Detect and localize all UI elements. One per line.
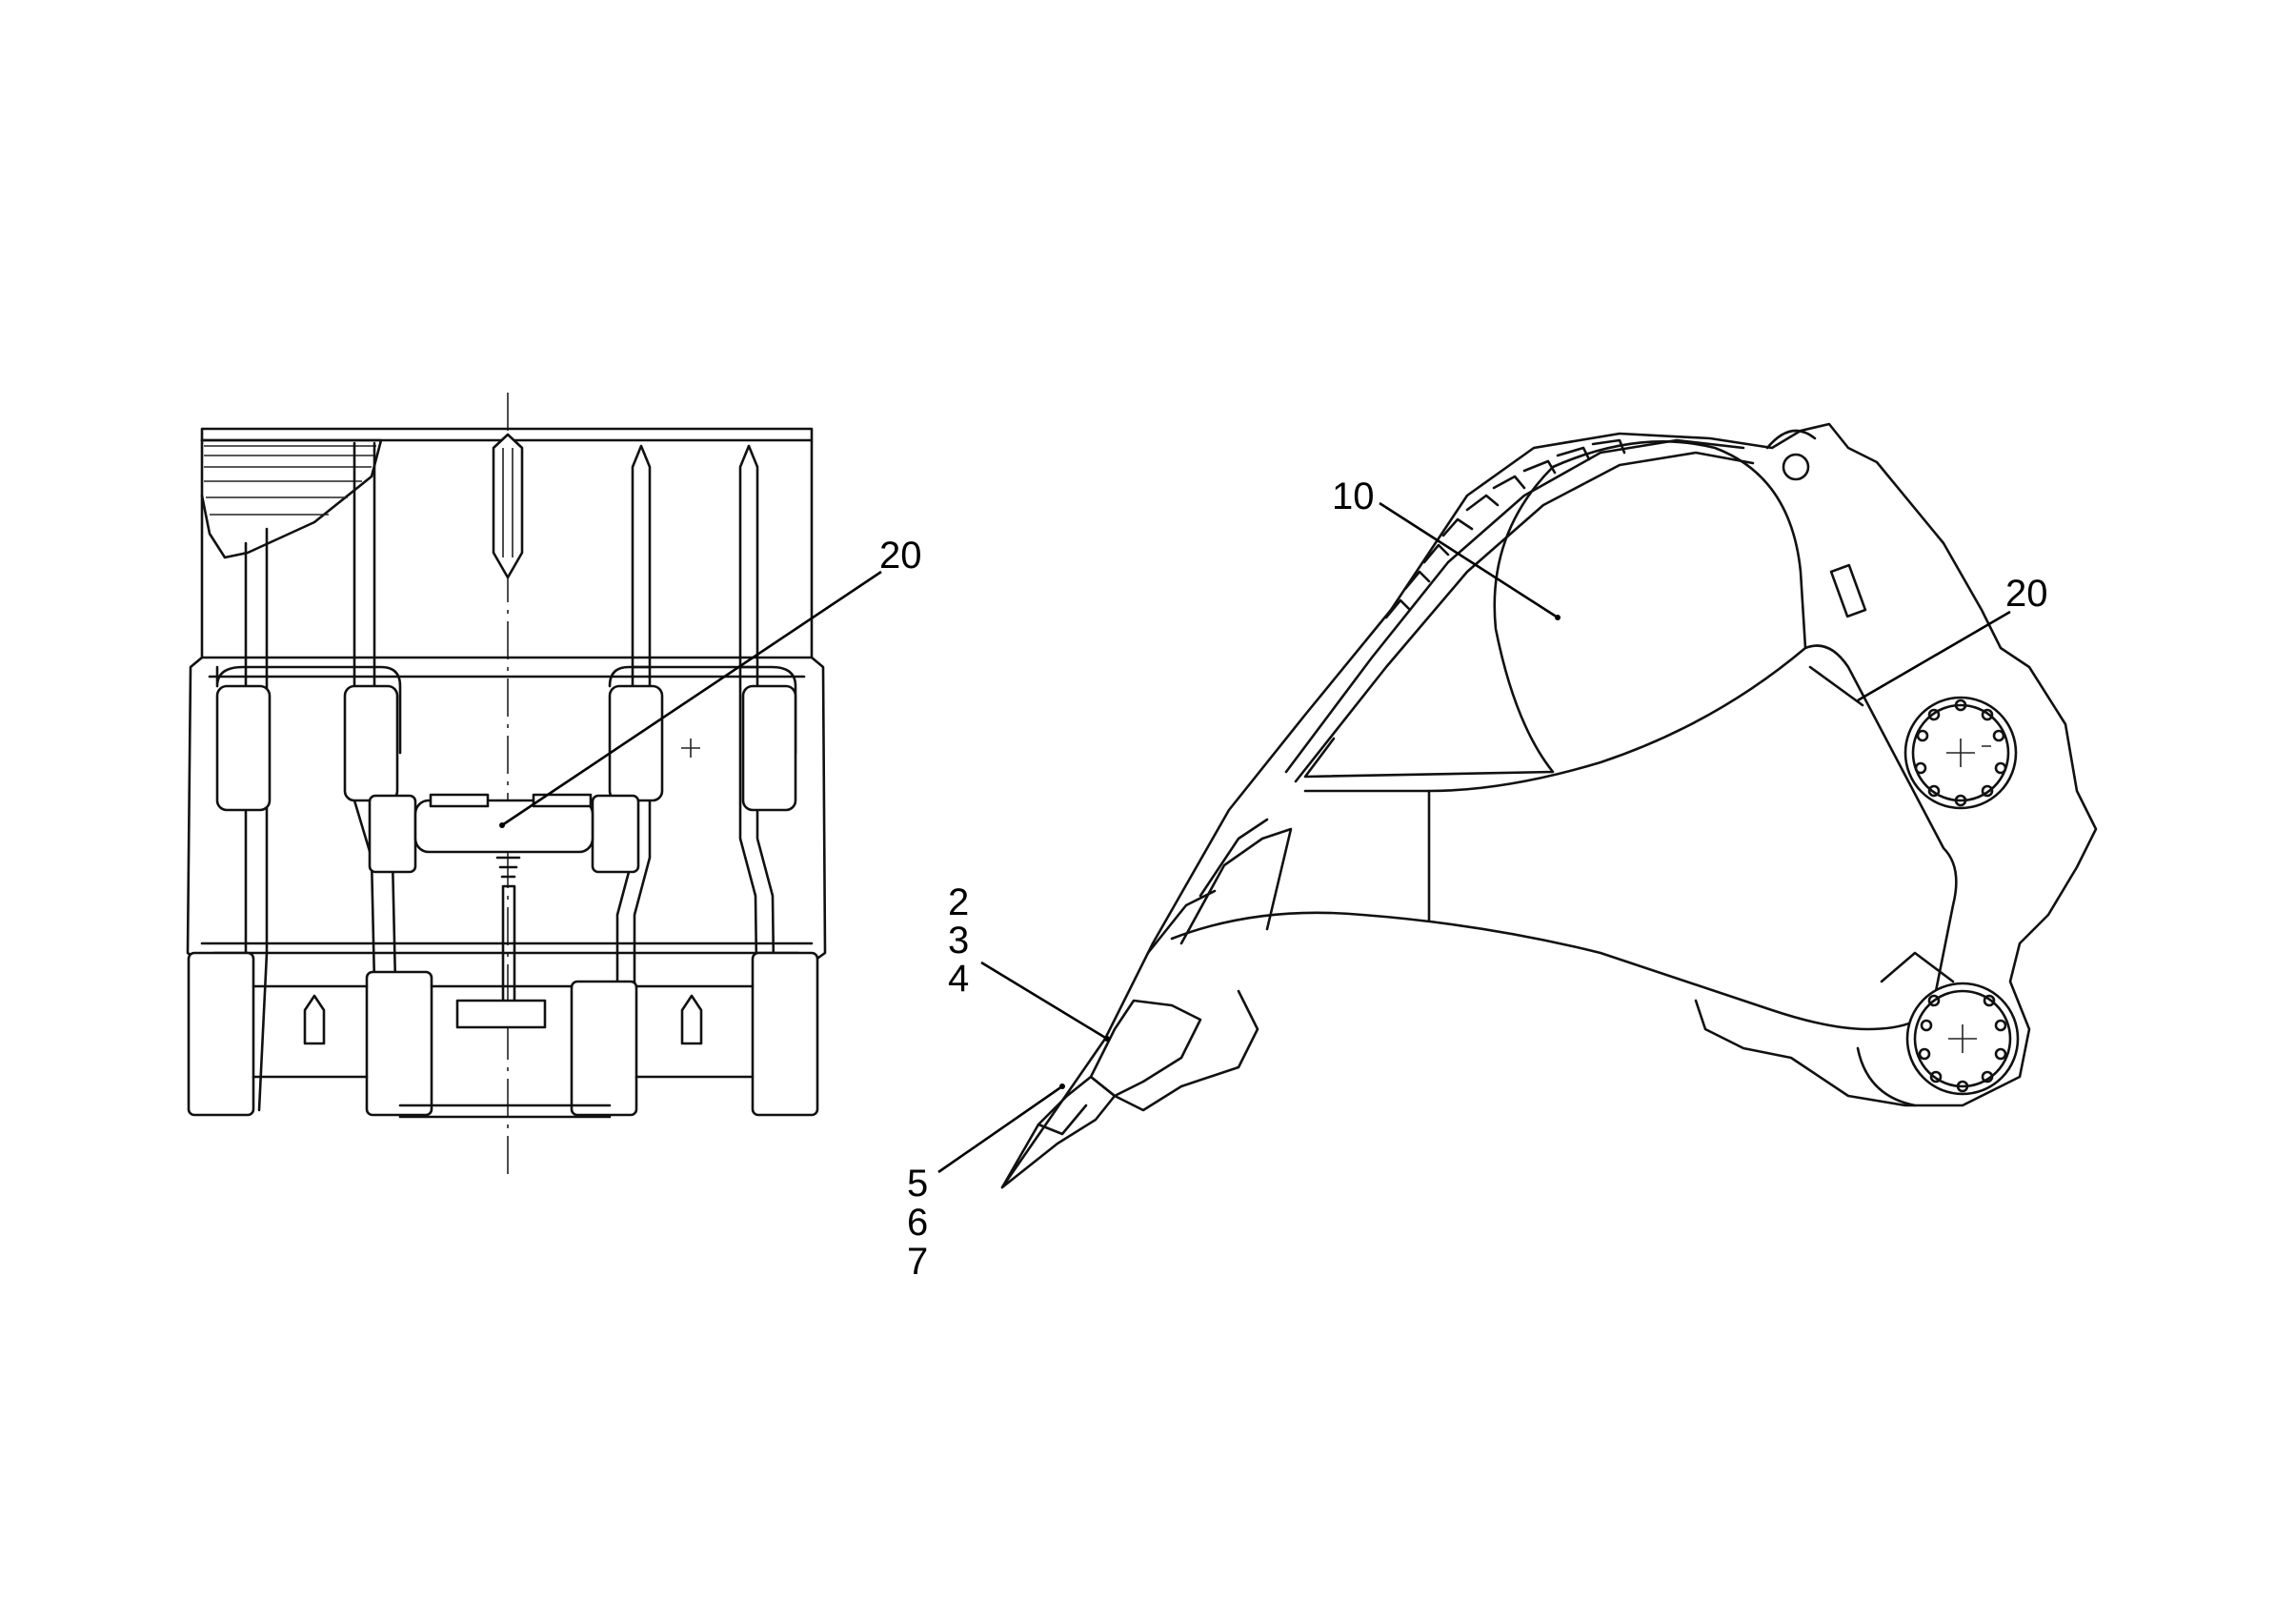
side-body	[1170, 644, 1958, 1031]
callout-side-3: 3	[948, 920, 969, 962]
callout-side-20: 20	[2005, 573, 2048, 615]
front-cylinder-right-block	[591, 794, 640, 874]
side-upper-bolts	[1914, 699, 2007, 807]
front-hub-right-2	[570, 980, 638, 1117]
callout-side-6: 6	[907, 1202, 928, 1244]
front-hub-left-2	[365, 970, 433, 1117]
front-boss-left-2	[343, 684, 399, 802]
front-tooth-right-1	[631, 444, 652, 669]
front-boss-left	[215, 684, 272, 812]
side-leader-567	[937, 1084, 1063, 1174]
side-view-bucket	[1000, 422, 2098, 1189]
front-small-tooth-right	[680, 994, 703, 1045]
side-leader-234	[980, 961, 1108, 1041]
front-small-tooth-left	[303, 994, 326, 1045]
callout-side-2: 2	[948, 881, 969, 923]
front-crosshair	[681, 739, 700, 758]
front-cylinder-left-block	[368, 794, 417, 874]
callout-front-20: 20	[879, 535, 922, 577]
front-loop-right	[608, 665, 797, 755]
callout-side-7: 7	[907, 1241, 928, 1283]
front-boss-right-2	[608, 684, 664, 802]
callout-side-4: 4	[948, 958, 969, 1000]
front-hub-left	[187, 951, 255, 1117]
front-center-rod	[495, 856, 521, 1012]
front-tooth-right-2	[738, 444, 759, 669]
callout-side-5: 5	[907, 1163, 928, 1205]
side-leader-20	[1857, 610, 2011, 702]
side-adapter	[1089, 999, 1202, 1098]
front-view-bucket	[186, 393, 827, 1182]
front-hub-right	[751, 951, 819, 1117]
front-cross-cylinder-clamp-r	[532, 793, 593, 808]
side-bucket-outline	[1000, 422, 2098, 1189]
side-wear-strips	[1384, 438, 1626, 619]
side-leader-10	[1379, 501, 1559, 619]
side-lifting-eye	[1782, 453, 1810, 481]
callout-side-10: 10	[1332, 476, 1375, 517]
side-tooth-tip	[1000, 1075, 1117, 1189]
side-ripper-shank	[1179, 827, 1293, 945]
front-loop-left	[215, 665, 402, 755]
front-leader-20	[501, 570, 882, 827]
side-plate	[1303, 465, 1555, 779]
front-center-block	[455, 999, 547, 1029]
front-boss-right	[741, 684, 797, 812]
front-tooth-center	[492, 433, 524, 579]
front-left-wear-plate	[200, 438, 383, 559]
side-lower-bolts	[1918, 994, 2007, 1093]
side-nameplate	[1829, 563, 1867, 618]
front-cross-cylinder-clamp-l	[429, 793, 490, 808]
